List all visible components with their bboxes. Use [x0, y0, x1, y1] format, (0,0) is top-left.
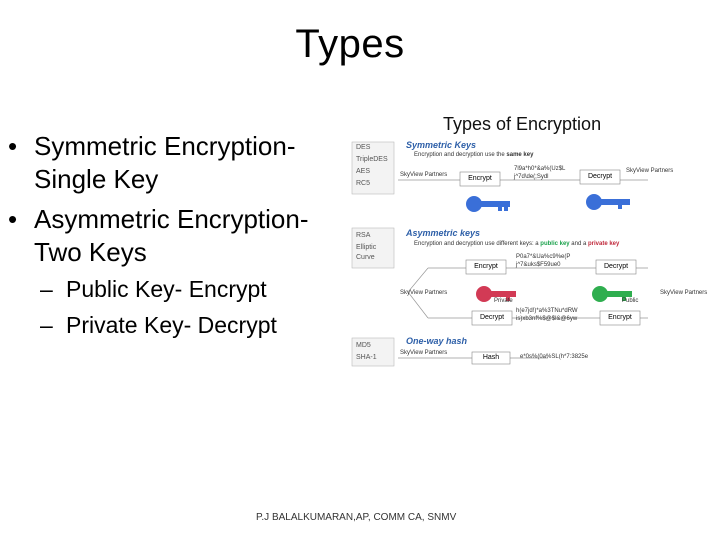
- asym-cipher-2: j^7&uks$F59ue0: [516, 262, 561, 268]
- asymmetric-desc: Encryption and decryption use different …: [414, 241, 619, 247]
- hash-sender: SkyView Partners: [400, 350, 448, 356]
- bullet-list: • Symmetric Encryption- Single Key • Asy…: [6, 130, 366, 340]
- sym-decrypt-box: [579, 169, 621, 185]
- symmetric-desc: Encryption and decryption use the same k…: [414, 152, 533, 158]
- asym-algo-elliptic: Elliptic: [356, 244, 377, 251]
- hash-algo-md5: MD5: [356, 342, 371, 349]
- encryption-diagram: Types of Encryption Symmetric Keys Encry…: [348, 110, 707, 370]
- bullet-asymmetric: • Asymmetric Encryption- Two Keys: [6, 203, 366, 270]
- asym-connector: [407, 267, 429, 319]
- bullet-symmetric-text: Symmetric Encryption-: [34, 131, 296, 161]
- slide-footer: P.J BALALKUMARAN,AP, COMM CA, SNMV: [256, 512, 457, 523]
- hash-algo-sha1: SHA-1: [356, 354, 377, 361]
- asym-encrypt-box-2: [599, 310, 641, 326]
- asym-desc-public: public key: [540, 241, 570, 247]
- bullet-dot-icon: •: [8, 203, 18, 234]
- private-key-icon: [476, 286, 516, 302]
- asym-decrypt-box-2: [471, 310, 513, 326]
- asymmetric-heading: Asymmetric keys: [406, 228, 481, 238]
- bullet-asymmetric-cont: Two Keys: [34, 236, 147, 267]
- sym-algo-des: DES: [356, 144, 371, 151]
- asym-decrypt-box: [595, 259, 637, 275]
- asym-encrypt-label: Encrypt: [474, 263, 498, 270]
- asym-cipher-4: is)xb3nf%$@$l&@6yw: [516, 316, 578, 322]
- bullet-symmetric: • Symmetric Encryption- Single Key: [6, 130, 366, 197]
- asymmetric-algo-panel: [351, 227, 395, 269]
- diagram-title: Types of Encryption: [443, 114, 602, 134]
- asym-cipher: P0a7*&Ua%c9%e(P: [516, 254, 571, 260]
- sub-bullet-private: – Private Key- Decrypt: [6, 311, 366, 340]
- asym-desc-text: Encryption and decryption use different …: [414, 241, 541, 247]
- asym-receiver: SkyView Partners: [660, 290, 708, 296]
- sub-bullet-public: – Public Key- Encrypt: [6, 275, 366, 304]
- asym-desc-private: private key: [588, 241, 620, 247]
- bullet-asymmetric-text: Asymmetric Encryption-: [34, 203, 309, 234]
- dash-icon: –: [40, 276, 53, 303]
- sub-bullet-private-text: Private Key- Decrypt: [66, 311, 277, 338]
- sym-cipher: 7l9a*h0*&a%(Uz$L: [514, 166, 566, 172]
- asym-encrypt-label-2: Encrypt: [608, 314, 632, 321]
- hash-digest: e*0s%(0a%SL(h*7:3825e: [520, 354, 589, 360]
- sub-bullet-public-text: Public Key- Encrypt: [66, 276, 267, 303]
- sym-algo-aes: AES: [356, 168, 371, 175]
- hash-box: [471, 351, 511, 365]
- bullet-dot-icon: •: [8, 131, 18, 161]
- asym-encrypt-box: [465, 259, 507, 275]
- hash-label: Hash: [482, 354, 500, 361]
- symmetric-algo-panel: [351, 141, 395, 195]
- asym-decrypt-label: Decrypt: [603, 263, 629, 270]
- symmetric-key-icon-2: [586, 194, 630, 210]
- symmetric-desc-highlight: same key: [506, 152, 534, 158]
- dash-icon: –: [40, 311, 53, 338]
- public-key-icon: [592, 286, 632, 302]
- asym-decrypt-label-2: Decrypt: [479, 314, 505, 321]
- asym-cipher-3: h(e7jd!)*a%3TNu*dRW: [516, 308, 578, 314]
- sym-sender: SkyView Partners: [400, 172, 448, 178]
- sym-cipher-2: j^7d\de(;Sydl: [514, 174, 549, 180]
- asym-desc-mid: and a: [569, 241, 588, 247]
- symmetric-desc-text: Encryption and decryption use the: [414, 152, 507, 158]
- sym-encrypt-box: [459, 171, 501, 187]
- public-label: Public: [622, 298, 639, 304]
- bullet-symmetric-cont: Single Key: [34, 164, 159, 195]
- hash-heading: One-way hash: [406, 336, 468, 346]
- slide-title: Types: [295, 22, 405, 66]
- sym-algo-rc5: RC5: [356, 180, 371, 187]
- asym-algo-rsa: RSA: [356, 232, 371, 239]
- sym-algo-tripledes: TripleDES: [356, 156, 388, 163]
- sym-encrypt-label: Encrypt: [468, 175, 492, 182]
- sym-decrypt-label: Decrypt: [587, 173, 613, 180]
- symmetric-heading: Symmetric Keys: [406, 140, 477, 150]
- private-label: Private: [494, 298, 513, 304]
- asym-sender: SkyView Partners: [400, 290, 448, 296]
- sym-receiver: SkyView Partners: [626, 168, 674, 174]
- asym-algo-curve: Curve: [356, 254, 375, 261]
- symmetric-key-icon: [466, 196, 510, 212]
- hash-algo-panel: [351, 337, 395, 367]
- diagram-graphics: [351, 141, 648, 367]
